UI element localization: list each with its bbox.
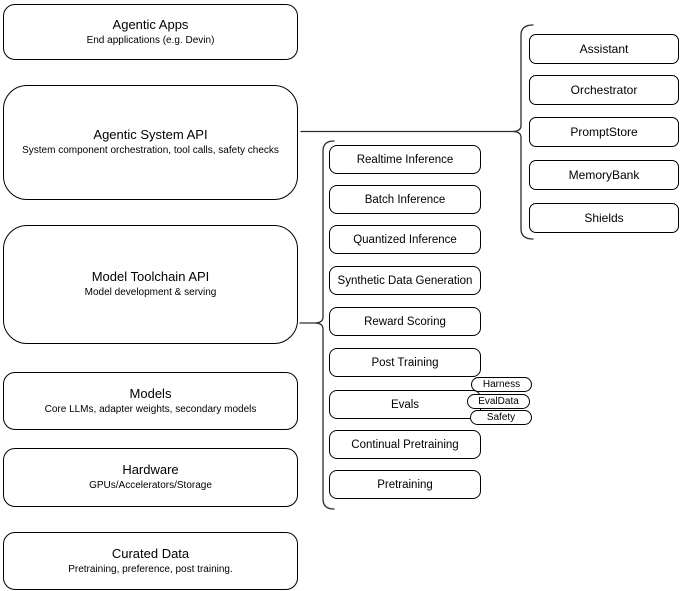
layer-title: Curated Data — [111, 545, 190, 561]
layer-box-curated-data: Curated Data Pretraining, preference, po… — [3, 532, 298, 590]
layer-box-hardware: Hardware GPUs/Accelerators/Storage — [3, 448, 298, 507]
toolchain-bracket — [313, 140, 335, 510]
evals-tag-safety: Safety — [470, 410, 532, 425]
layer-subtitle: End applications (e.g. Devin) — [86, 34, 215, 46]
layer-box-models: Models Core LLMs, adapter weights, secon… — [3, 372, 298, 430]
system-box-shields: Shields — [529, 203, 679, 233]
system-box-memorybank: MemoryBank — [529, 160, 679, 190]
system-box-assistant: Assistant — [529, 34, 679, 64]
layer-title: Model Toolchain API — [91, 269, 210, 284]
layer-title: Hardware — [122, 462, 179, 477]
layer-subtitle: Core LLMs, adapter weights, secondary mo… — [44, 403, 257, 415]
toolchain-box-quantized-inference: Quantized Inference — [329, 225, 481, 254]
system-box-orchestrator: Orchestrator — [529, 75, 679, 105]
layer-subtitle: Model development & serving — [84, 287, 217, 298]
toolchain-box-post-training: Post Training — [329, 348, 481, 377]
toolchain-box-reward-scoring: Reward Scoring — [329, 307, 481, 336]
layer-subtitle: System component orchestration, tool cal… — [22, 145, 279, 156]
toolchain-box-batch-inference: Batch Inference — [329, 185, 481, 214]
toolchain-box-evals: Evals — [329, 390, 481, 419]
layer-box-agentic-apps: Agentic Apps End applications (e.g. Devi… — [3, 4, 298, 60]
layer-subtitle: GPUs/Accelerators/Storage — [89, 480, 212, 491]
system-box-promptstore: PromptStore — [529, 117, 679, 147]
toolchain-box-pretraining: Pretraining — [329, 470, 481, 499]
layer-title: Agentic System API — [93, 127, 208, 142]
layer-subtitle: Pretraining, preference, post training. — [68, 563, 233, 575]
system-components-bracket — [511, 24, 534, 240]
layer-box-agentic-system-api: Agentic System API System component orch… — [3, 85, 298, 200]
layer-title: Agentic Apps — [112, 16, 189, 32]
evals-tag-harness: Harness — [471, 377, 532, 392]
layer-box-model-toolchain-api: Model Toolchain API Model development & … — [3, 225, 298, 344]
toolchain-box-realtime-inference: Realtime Inference — [329, 145, 481, 174]
toolchain-box-synthetic-data-generation: Synthetic Data Generation — [329, 266, 481, 295]
toolchain-box-continual-pretraining: Continual Pretraining — [329, 430, 481, 459]
evals-tag-evaldata: EvalData — [467, 394, 530, 409]
layer-title: Models — [129, 385, 172, 401]
